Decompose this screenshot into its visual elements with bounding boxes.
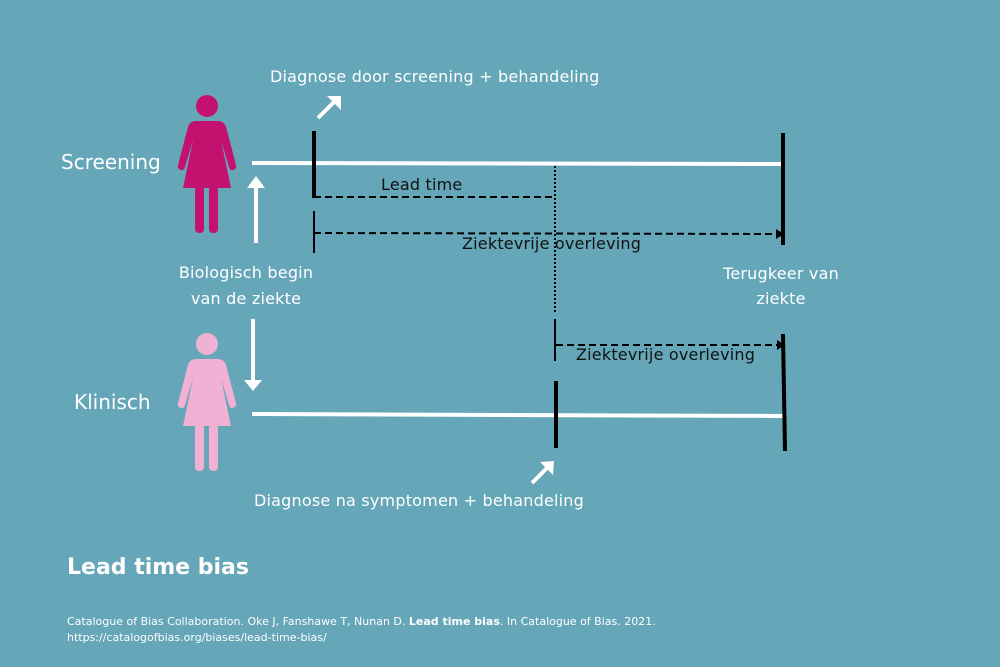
label-biological-onset: Biologisch begin van de ziekte	[166, 263, 326, 308]
woman-screening-icon	[177, 95, 237, 233]
citation-line1: Catalogue of Bias Collaboration. Oke J, …	[67, 614, 656, 630]
row-label-clinical: Klinisch	[74, 390, 151, 414]
label-diagnosis-screening: Diagnose door screening + behandeling	[270, 67, 600, 86]
dfs-screening-arrowhead	[776, 229, 784, 239]
row-label-screening: Screening	[61, 150, 161, 174]
label-diagnosis-clinical: Diagnose na symptomen + behandeling	[254, 491, 584, 510]
onset-down-arrow-icon	[244, 319, 262, 391]
clinical-timeline	[251, 412, 784, 418]
dfs-screening-dashed-line	[313, 232, 777, 235]
label-biological-onset-line1: Biologisch begin	[178, 263, 314, 282]
citation-suffix: . In Catalogue of Bias. 2021.	[499, 615, 656, 628]
citation-prefix: Catalogue of Bias Collaboration. Oke J, …	[67, 615, 409, 628]
diagnosis-clinical-arrow-icon	[530, 461, 554, 485]
label-recurrence-line2: ziekte	[756, 289, 806, 308]
citation-url[interactable]: https://catalogofbias.org/biases/lead-ti…	[67, 631, 327, 644]
label-dfs-clinical: Ziektevrije overleving	[576, 345, 756, 364]
woman-clinical-icon	[177, 333, 237, 471]
label-recurrence: Terugkeer van ziekte	[706, 264, 856, 308]
label-recurrence-line1: Terugkeer van	[723, 264, 839, 283]
dfs-clinical-arrowhead	[777, 340, 785, 350]
figure-title: Lead time bias	[67, 555, 249, 580]
label-biological-onset-line2: van de ziekte	[190, 289, 302, 308]
citation-bold: Lead time bias	[408, 615, 500, 628]
onset-up-arrow-icon	[247, 176, 265, 243]
label-lead-time: Lead time	[381, 175, 463, 194]
clinical-recurrence-marker	[781, 333, 787, 452]
label-dfs-screening: Ziektevrije overleving	[462, 234, 642, 253]
screening-timeline	[251, 161, 783, 166]
diagnosis-screening-arrow-icon	[316, 96, 341, 120]
citation: Catalogue of Bias Collaboration. Oke J, …	[67, 614, 656, 646]
